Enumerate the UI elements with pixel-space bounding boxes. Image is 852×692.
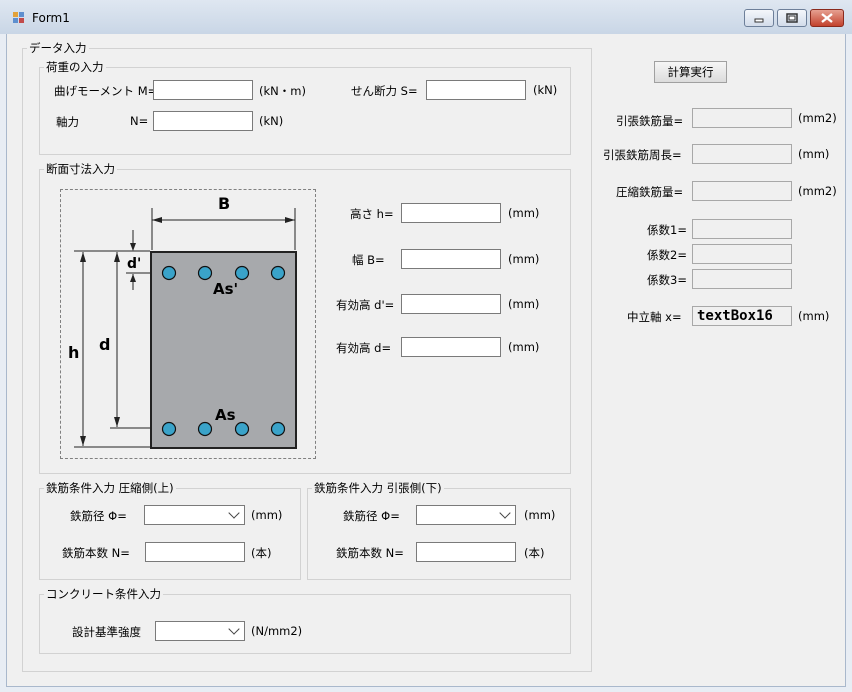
load-input-group-title: 荷重の入力 [46,60,104,74]
data-input-group-title: データ入力 [29,41,87,55]
comp-area-output[interactable] [692,181,792,201]
rebar-tens-group-title: 鉄筋条件入力 引張側(下) [314,481,442,495]
tens-count-label: 鉄筋本数 N= [336,546,404,560]
tens-area-label: 引張鉄筋量= [616,114,684,128]
section-input-group: 断面寸法入力 [39,161,571,474]
rebar-bottom [197,421,213,437]
eff-d-label: 有効高 d= [336,341,392,355]
tens-count-input[interactable] [416,542,516,562]
rebar-bottom [161,421,177,437]
coef1-label: 係数1= [647,223,687,237]
concrete-group-title: コンクリート条件入力 [46,587,161,601]
axial-unit: (kN) [259,114,284,128]
tens-area-output[interactable] [692,108,792,128]
tens-area-unit: (mm2) [798,111,837,125]
client-area [6,34,846,687]
title-bar [0,0,852,34]
moment-label: 曲げモーメント M= [54,84,158,98]
rebar-top [234,265,250,281]
shear-label: せん断力 S= [351,84,418,98]
strength-label: 設計基準強度 [72,625,141,639]
coef2-output[interactable] [692,244,792,264]
load-input-group: 荷重の入力 [39,59,571,155]
height-input[interactable] [401,203,501,223]
moment-input[interactable] [153,80,253,100]
eff-d-input[interactable] [401,337,501,357]
chevron-down-icon [499,507,511,519]
coef2-label: 係数2= [647,248,687,262]
window-title: Form1 [32,11,70,25]
section-input-group-title: 断面寸法入力 [46,162,115,176]
concrete-group: コンクリート条件入力 [39,586,571,654]
data-input-group: データ入力 [22,40,592,672]
width-unit: (mm) [508,252,540,266]
cross-section-diagram [60,189,316,459]
label-d: d [99,335,110,354]
shear-unit: (kN) [533,83,558,97]
height-label: 高さ h= [350,207,394,221]
eff-dprime-label: 有効高 d'= [336,298,395,312]
beam-section [150,251,297,449]
minimize-icon [754,18,764,23]
comp-count-unit: (本) [251,546,272,560]
maximize-icon [786,13,798,23]
rebar-top [161,265,177,281]
comp-dia-unit: (mm) [251,508,283,522]
neutral-axis-output[interactable]: textBox16 [692,306,792,326]
tens-perim-output[interactable] [692,144,792,164]
tens-count-unit: (本) [524,546,545,560]
neutral-axis-unit: (mm) [798,309,830,323]
rebar-top [197,265,213,281]
neutral-axis-label: 中立軸 x= [627,310,682,324]
comp-area-unit: (mm2) [798,184,837,198]
rebar-comp-group-title: 鉄筋条件入力 圧縮側(上) [46,481,174,495]
eff-dprime-input[interactable] [401,294,501,314]
rebar-bottom [234,421,250,437]
eff-d-unit: (mm) [508,340,540,354]
tens-dia-unit: (mm) [524,508,556,522]
comp-dia-select[interactable] [144,505,245,525]
comp-count-label: 鉄筋本数 N= [62,546,130,560]
app-icon [13,12,25,24]
comp-dia-label: 鉄筋径 Φ= [70,509,127,523]
rebar-tens-group: 鉄筋条件入力 引張側(下) [307,480,571,580]
label-dprime: d' [127,256,141,272]
coef1-output[interactable] [692,219,792,239]
shear-input[interactable] [426,80,526,100]
label-B: B [218,194,230,213]
label-As-prime: As' [213,280,238,298]
coef3-output[interactable] [692,269,792,289]
axial-input[interactable] [153,111,253,131]
maximize-button[interactable] [777,9,807,27]
axial-symbol: N= [130,114,149,128]
strength-select[interactable] [155,621,245,641]
label-h: h [68,343,79,362]
close-icon [821,13,833,23]
strength-unit: (N/mm2) [251,624,303,638]
calculate-button[interactable]: 計算実行 [654,61,727,83]
tens-perim-unit: (mm) [798,147,830,161]
width-label: 幅 B= [352,253,385,267]
chevron-down-icon [228,507,240,519]
rebar-comp-group: 鉄筋条件入力 圧縮側(上) [39,480,301,580]
comp-count-input[interactable] [145,542,245,562]
comp-area-label: 圧縮鉄筋量= [616,185,684,199]
label-As: As [215,406,236,424]
minimize-button[interactable] [744,9,774,27]
rebar-bottom [270,421,286,437]
tens-dia-select[interactable] [416,505,516,525]
tens-dia-label: 鉄筋径 Φ= [343,509,400,523]
rebar-top [270,265,286,281]
moment-unit: (kN・m) [259,84,306,98]
tens-perim-label: 引張鉄筋周長= [603,148,682,162]
close-button[interactable] [810,9,844,27]
width-input[interactable] [401,249,501,269]
height-unit: (mm) [508,206,540,220]
axial-label: 軸力 [56,115,79,129]
eff-dprime-unit: (mm) [508,297,540,311]
coef3-label: 係数3= [647,273,687,287]
chevron-down-icon [228,623,240,635]
